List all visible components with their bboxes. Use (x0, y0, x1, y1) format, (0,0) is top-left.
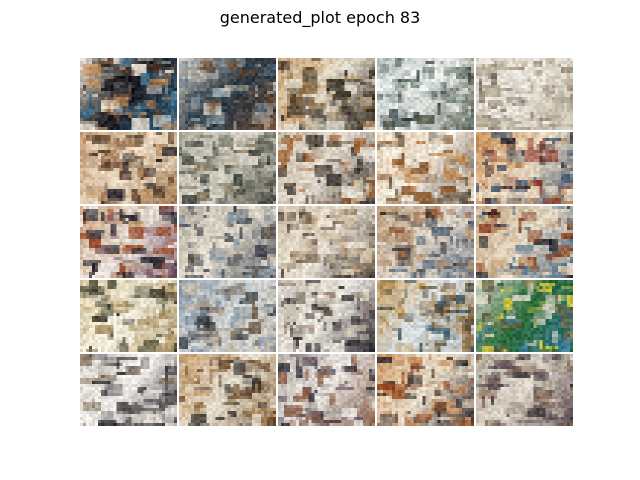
generated-sample-image (278, 132, 375, 204)
sample-image-canvas (80, 206, 177, 278)
generated-sample-image (476, 132, 573, 204)
sample-image-canvas (476, 58, 573, 130)
sample-image-canvas (278, 354, 375, 426)
sample-image-canvas (80, 132, 177, 204)
generated-sample-image (80, 206, 177, 278)
sample-image-canvas (179, 206, 276, 278)
generated-sample-image (377, 132, 474, 204)
sample-image-canvas (377, 206, 474, 278)
sample-image-canvas (377, 354, 474, 426)
generated-sample-image (377, 280, 474, 352)
generated-sample-image (80, 58, 177, 130)
generated-sample-image (80, 280, 177, 352)
sample-image-canvas (179, 132, 276, 204)
generated-sample-image (278, 206, 375, 278)
sample-image-canvas (476, 132, 573, 204)
sample-image-canvas (80, 280, 177, 352)
sample-image-canvas (377, 132, 474, 204)
sample-image-canvas (179, 280, 276, 352)
generated-sample-image (179, 206, 276, 278)
sample-image-canvas (278, 206, 375, 278)
sample-image-canvas (80, 354, 177, 426)
sample-image-canvas (476, 206, 573, 278)
sample-image-canvas (476, 354, 573, 426)
sample-image-canvas (278, 132, 375, 204)
generated-sample-image (278, 354, 375, 426)
generated-sample-image (377, 354, 474, 426)
sample-image-grid (80, 58, 577, 428)
generated-sample-image (476, 354, 573, 426)
sample-image-canvas (179, 58, 276, 130)
figure-title: generated_plot epoch 83 (219, 8, 421, 27)
generated-sample-image (179, 132, 276, 204)
sample-image-canvas (476, 280, 573, 352)
generated-sample-image (377, 58, 474, 130)
generated-sample-image (476, 206, 573, 278)
generated-sample-image (476, 58, 573, 130)
sample-image-canvas (278, 280, 375, 352)
generated-sample-image (179, 354, 276, 426)
generated-sample-image (80, 354, 177, 426)
generated-sample-image (476, 280, 573, 352)
generated-sample-image (278, 58, 375, 130)
generated-sample-image (377, 206, 474, 278)
generated-sample-image (179, 58, 276, 130)
generated-sample-image (80, 132, 177, 204)
generated-sample-image (278, 280, 375, 352)
sample-image-canvas (278, 58, 375, 130)
sample-image-canvas (377, 58, 474, 130)
sample-image-canvas (377, 280, 474, 352)
sample-image-canvas (179, 354, 276, 426)
generated-sample-image (179, 280, 276, 352)
sample-image-canvas (80, 58, 177, 130)
